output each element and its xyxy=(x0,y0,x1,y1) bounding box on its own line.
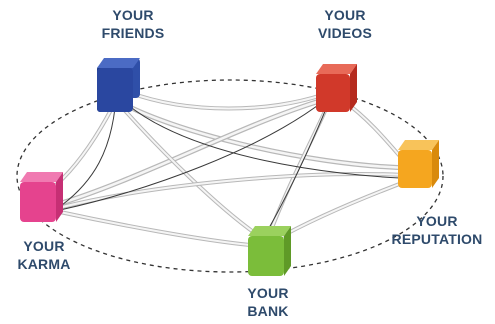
node-videos xyxy=(316,64,357,112)
link-friends-reputation xyxy=(117,99,413,171)
node-friends xyxy=(97,58,140,112)
link-dark-2 xyxy=(59,99,326,211)
node-karma xyxy=(20,172,63,222)
link-dark-1 xyxy=(121,99,401,179)
dashed-ring xyxy=(16,79,444,273)
connections xyxy=(48,90,413,247)
link-dark-3 xyxy=(61,107,116,206)
link-karma-bank xyxy=(58,210,252,247)
node-reputation xyxy=(398,140,439,188)
node-bank xyxy=(248,226,291,276)
